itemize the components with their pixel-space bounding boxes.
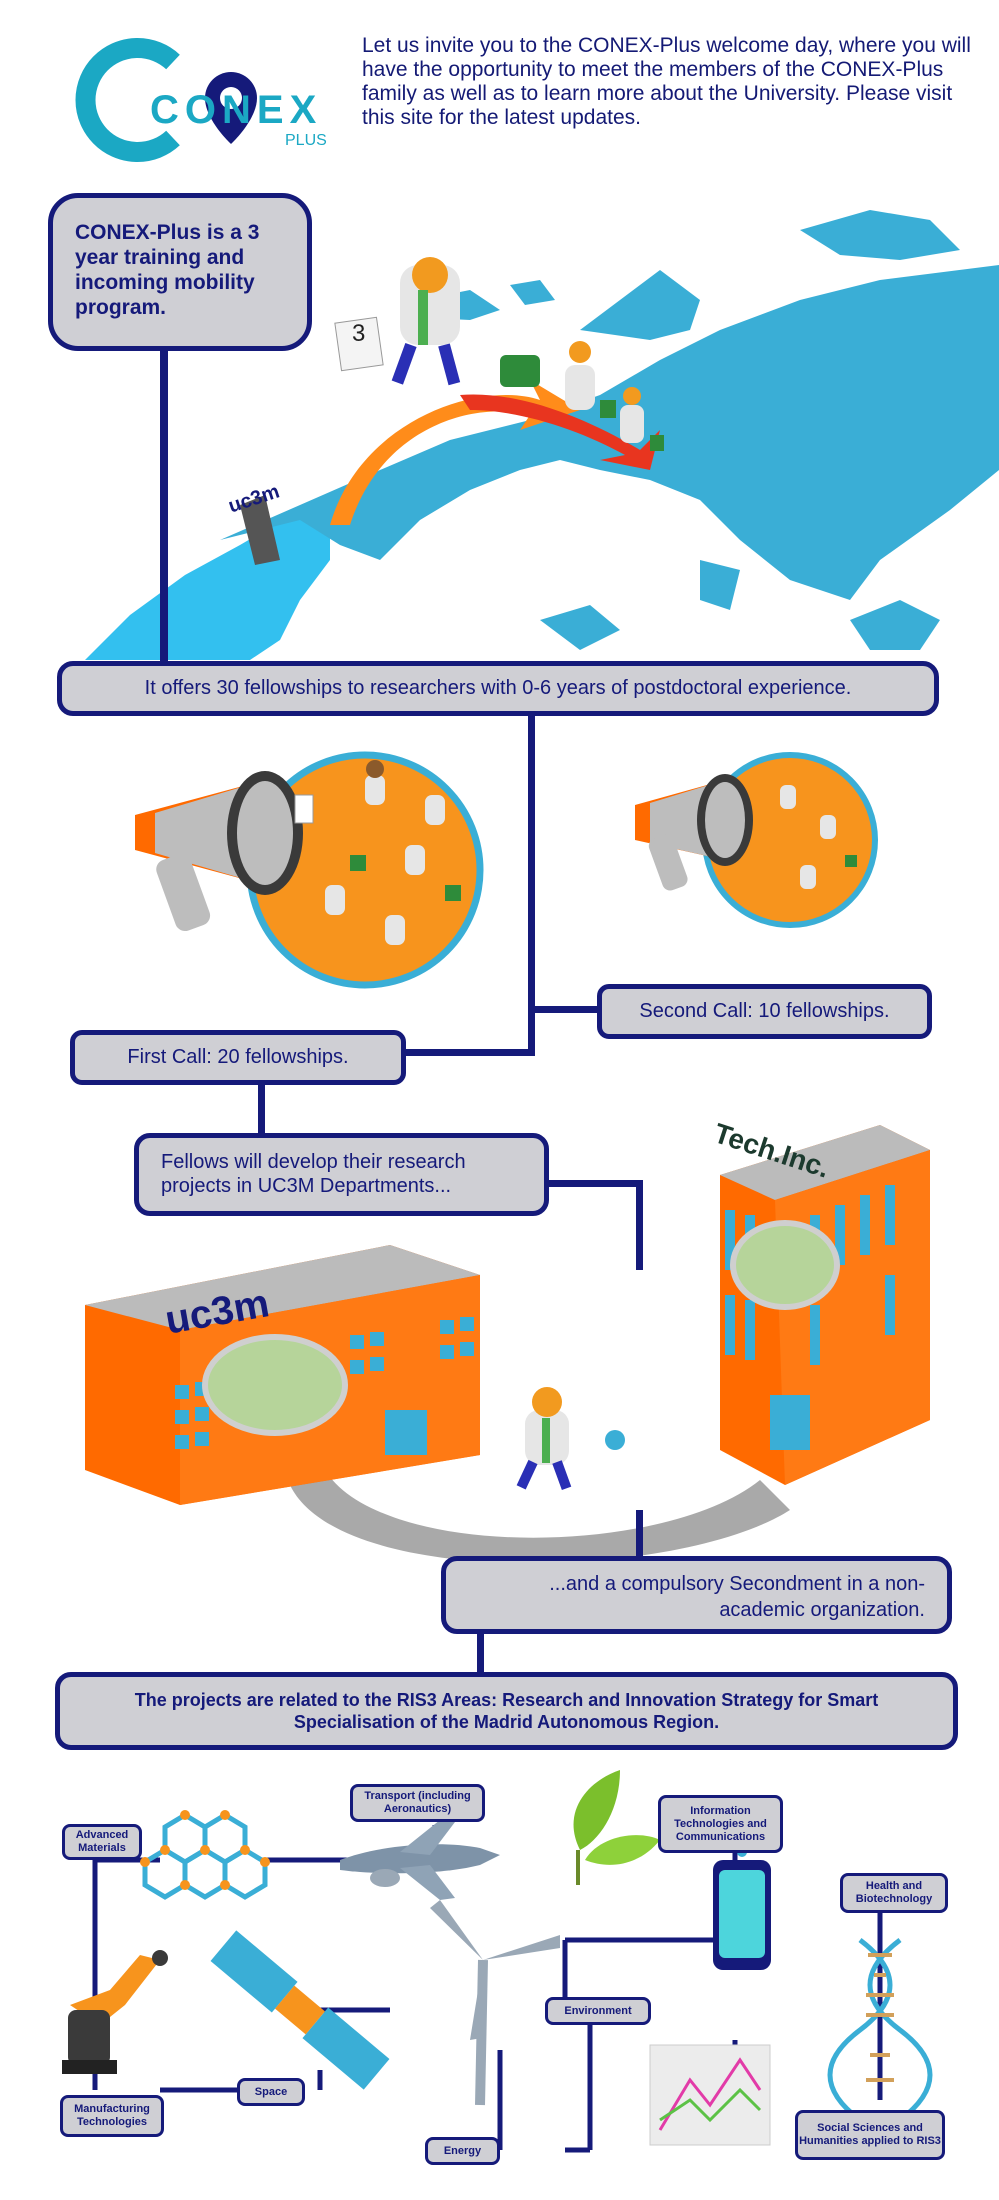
logo-subtext: PLUS [285,132,327,149]
connector-line [636,1180,643,1270]
area-label: Health and Biotechnology [855,1880,933,1905]
second-call-box: Second Call: 10 fellowships. [597,984,932,1039]
conex-logo: CONEX PLUS [55,38,345,162]
program-box: CONEX-Plus is a 3 year training and inco… [48,193,312,351]
area-label: Environment [564,2004,632,2017]
logo-text: CONEX [150,88,323,132]
area-advanced-materials: Advanced Materials [62,1824,142,1860]
area-label: Information Technologies and Communicati… [674,1804,767,1843]
first-call-box: First Call: 20 fellowships. [70,1030,406,1085]
secondment-text: ...and a compulsory Secondment in a non-… [549,1573,925,1621]
fellowships-box: It offers 30 fellowships to researchers … [57,661,939,716]
connector-line [477,1630,484,1675]
second-call-text: Second Call: 10 fellowships. [639,1000,890,1022]
fellows-text: Fellows will develop their research proj… [161,1151,466,1197]
secondment-box: ...and a compulsory Secondment in a non-… [441,1556,952,1634]
megaphone-crowd-small [635,752,878,928]
megaphone-crowd-large [135,751,484,989]
area-label: Manufacturing Technologies [74,2103,150,2128]
logo-graphic [75,38,257,162]
connector-line [160,340,168,670]
intro-text: Let us invite you to the CONEX-Plus welc… [362,34,971,129]
ris3-box: The projects are related to the RIS3 Are… [55,1672,958,1750]
area-social: Social Sciences and Humanities applied t… [795,2110,945,2160]
areas-network [62,1770,933,2153]
first-call-text: First Call: 20 fellowships. [127,1046,349,1068]
connector-line [528,1006,603,1013]
area-label: Transport (including Aeronautics) [364,1790,471,1815]
area-health: Health and Biotechnology [840,1873,948,1913]
connector-line [258,1082,265,1133]
building-scene [85,1125,930,1564]
area-label: Energy [443,2144,482,2157]
connector-line [528,713,535,1056]
area-energy: Energy [425,2137,500,2165]
connector-line [546,1180,642,1187]
connector-line [636,1510,643,1560]
area-ict: Information Technologies and Communicati… [658,1795,783,1853]
ris3-text: The projects are related to the RIS3 Are… [134,1690,879,1732]
program-text: CONEX-Plus is a 3 year training and inco… [75,221,260,319]
area-label: Advanced Materials [75,1829,129,1854]
area-label: Social Sciences and Humanities applied t… [799,2122,941,2147]
europe-map [85,210,999,660]
area-environment: Environment [545,1997,651,2025]
area-label: Space [254,2085,288,2098]
fellows-box: Fellows will develop their research proj… [134,1133,549,1216]
document-number: 3 [352,320,366,347]
area-manufacturing: Manufacturing Technologies [60,2095,164,2137]
fellowships-text: It offers 30 fellowships to researchers … [144,677,852,699]
connector-line [400,1049,535,1056]
area-space: Space [237,2078,305,2106]
area-transport: Transport (including Aeronautics) [350,1784,485,1822]
